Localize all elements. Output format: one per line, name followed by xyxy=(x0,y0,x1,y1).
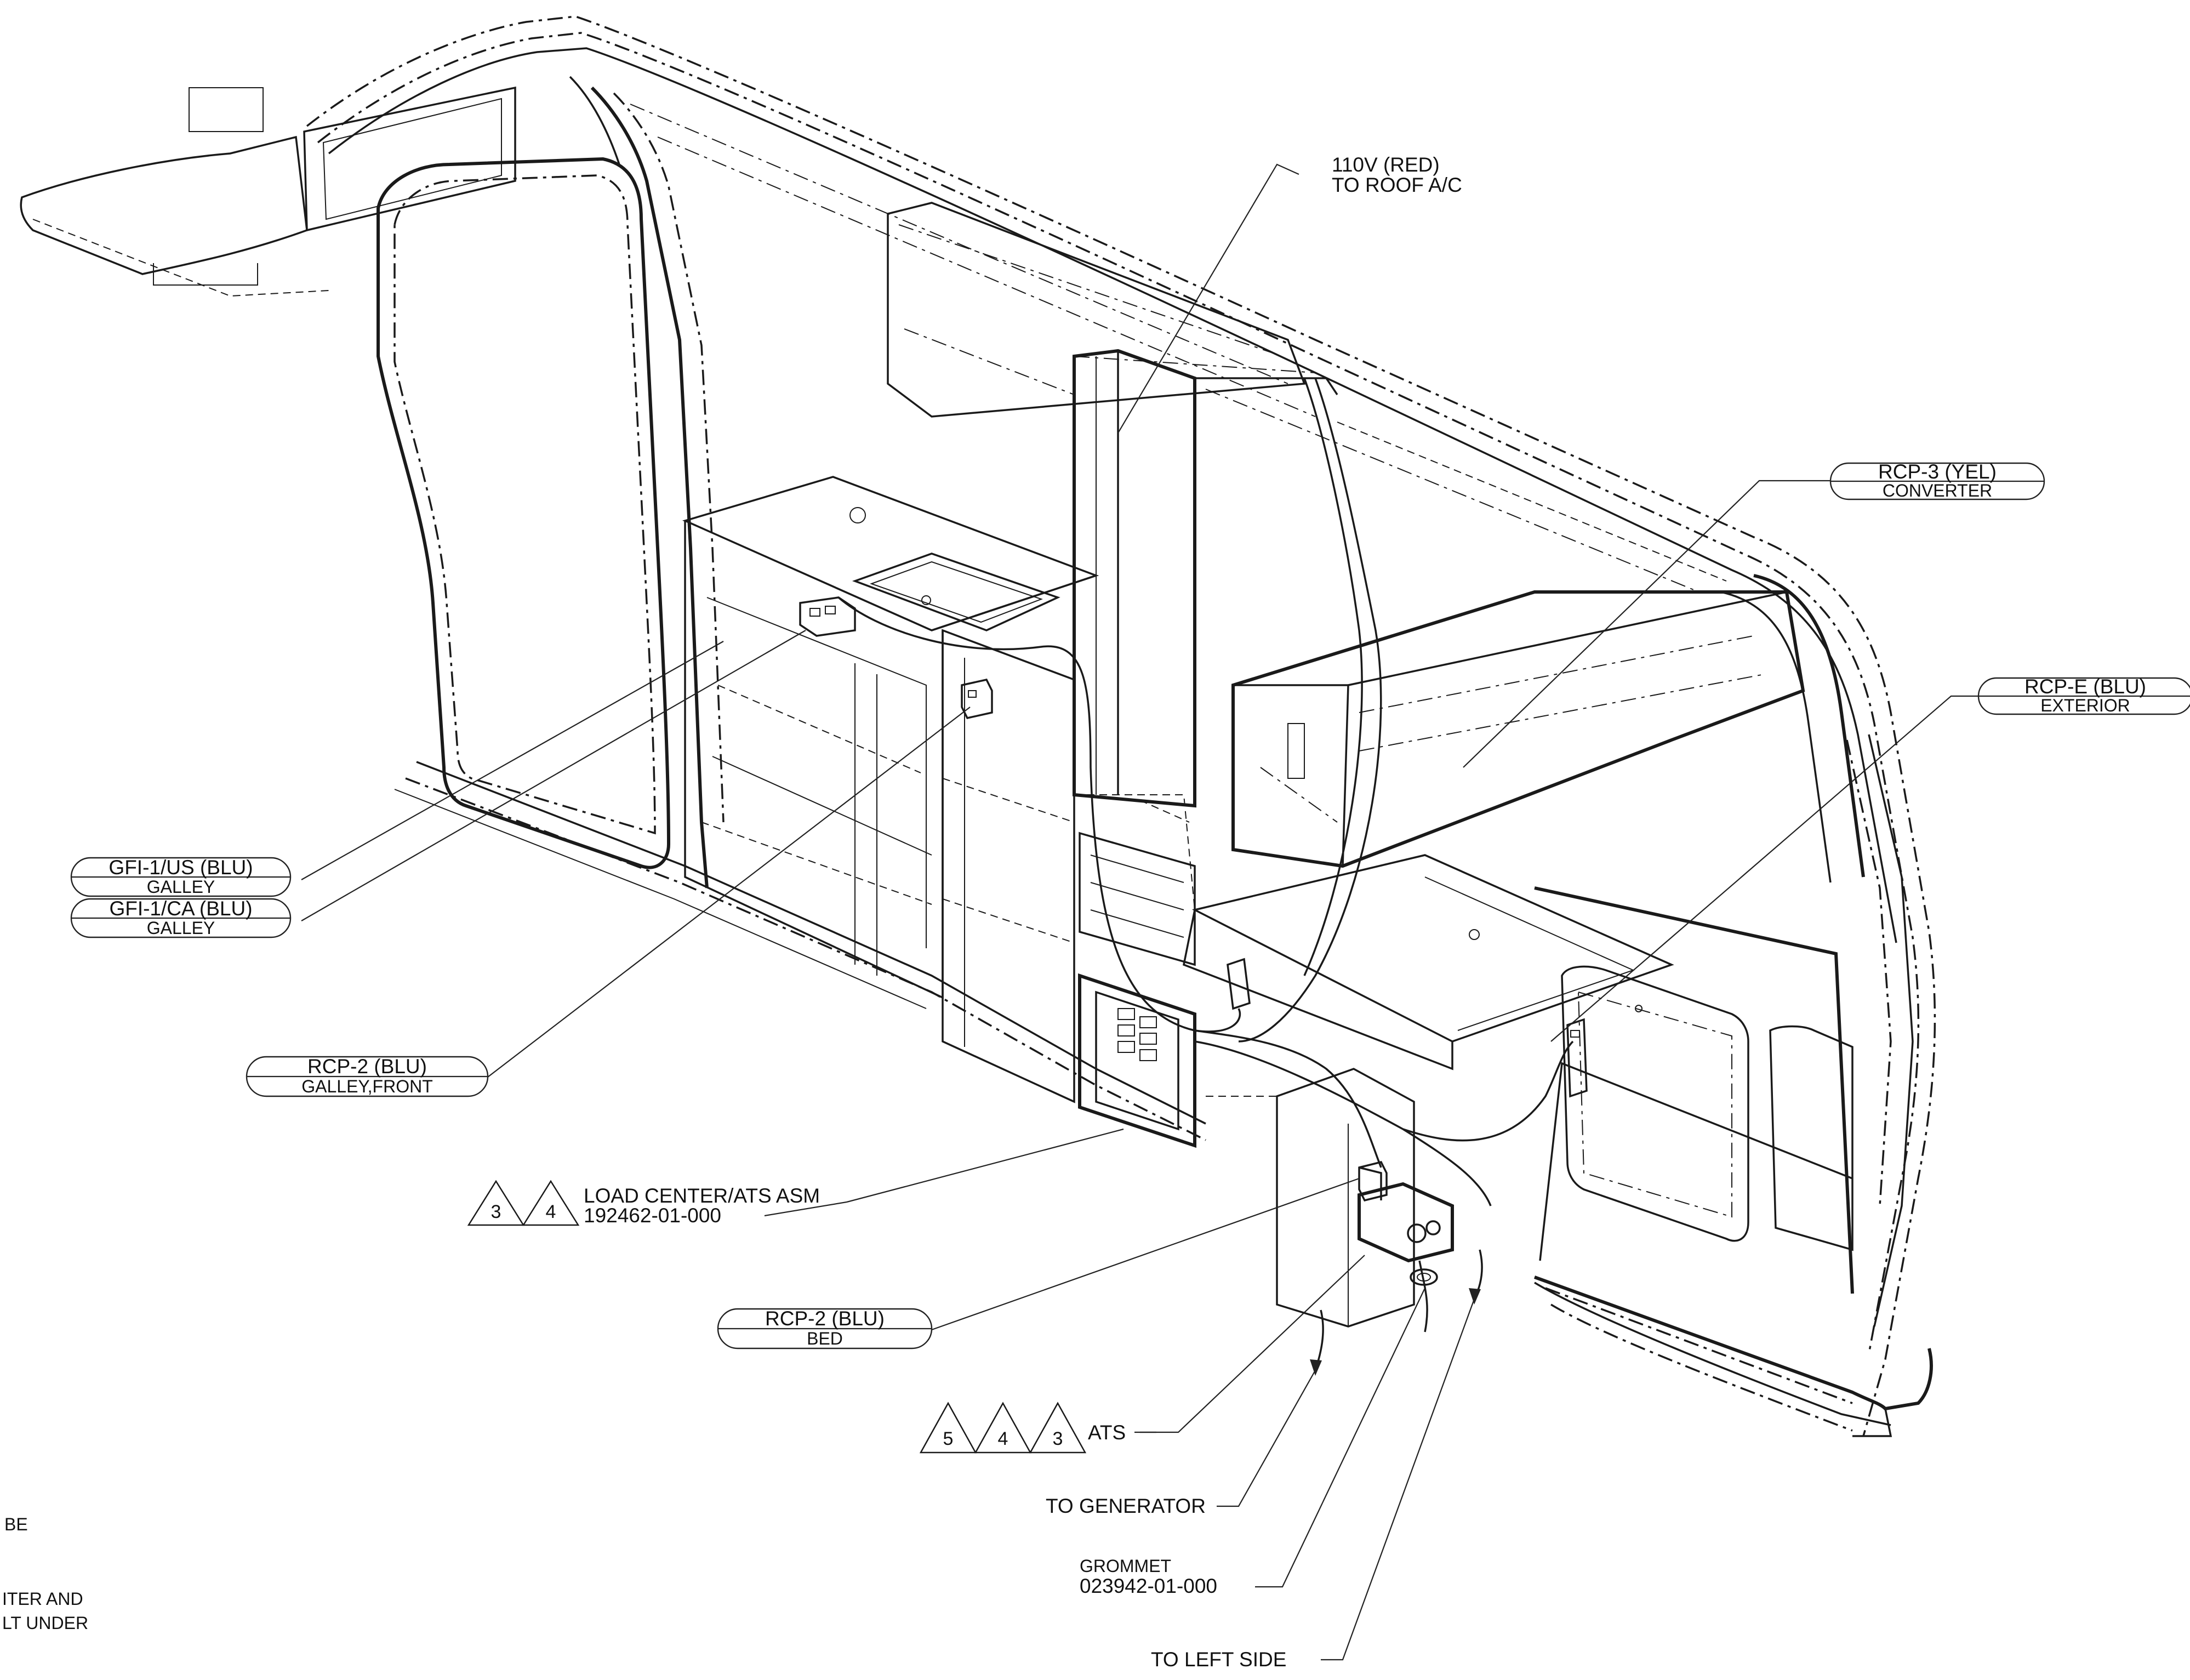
receptacle-rcpe-exterior xyxy=(1566,1018,1588,1098)
flag-note-4b-text: 4 xyxy=(998,1428,1008,1449)
flag-note-5-text: 5 xyxy=(943,1428,954,1449)
rcpe-label-top: RCP-E (BLU) xyxy=(2024,675,2146,698)
callout-rcpe-exterior: RCP-E (BLU) EXTERIOR xyxy=(1977,675,2190,715)
flag-note-4b: 4 xyxy=(974,1402,1032,1454)
flag-note-3: 3 xyxy=(467,1180,525,1226)
rcp2-bed-label-top: RCP-2 (BLU) xyxy=(765,1307,885,1330)
to-generator-text: TO GENERATOR xyxy=(1046,1495,1206,1517)
load-center-line1: LOAD CENTER/ATS ASM xyxy=(584,1184,820,1207)
roof-ac-line1: 110V (RED) xyxy=(1332,153,1440,176)
rcp2-bed-label-bottom: BED xyxy=(807,1329,843,1348)
label-ats: 5 4 3 ATS xyxy=(919,1402,1156,1454)
callout-rcp2-front: RCP-2 (BLU) GALLEY,FRONT xyxy=(246,1055,489,1097)
flag-note-5: 5 xyxy=(919,1402,977,1454)
grommet-line1: GROMMET xyxy=(1080,1556,1171,1576)
note-fragment-1: BE xyxy=(4,1514,28,1534)
callout-rcp3-converter: RCP-3 (YEL) CONVERTER xyxy=(1829,460,2045,500)
ats-text: ATS xyxy=(1088,1421,1126,1444)
rcpe-label-bottom: EXTERIOR xyxy=(2040,696,2130,715)
gfi-ca-label-top: GFI-1/CA (BLU) xyxy=(109,897,252,920)
wire-harness xyxy=(837,378,1574,1376)
callout-gfi-ca: GFI-1/CA (BLU) GALLEY xyxy=(70,897,292,938)
vehicle-body-linework xyxy=(20,15,1936,1437)
roof-ac-line2: TO ROOF A/C xyxy=(1332,174,1462,196)
label-roof-ac: 110V (RED) TO ROOF A/C xyxy=(1332,153,1462,196)
callout-gfi-us: GFI-1/US (BLU) GALLEY xyxy=(70,856,292,897)
grommet-line2: 023942-01-000 xyxy=(1080,1575,1217,1597)
rcp3-label-top: RCP-3 (YEL) xyxy=(1878,460,1997,483)
load-center-line2: 192462-01-000 xyxy=(584,1204,721,1227)
leader-lines xyxy=(301,163,1978,1661)
gfi-ca-label-bottom: GALLEY xyxy=(147,918,215,938)
flag-note-4: 4 xyxy=(522,1180,580,1226)
flag-note-3b-text: 3 xyxy=(1053,1428,1063,1449)
note-fragment-2: ITER AND xyxy=(2,1589,83,1609)
to-left-side-text: TO LEFT SIDE xyxy=(1151,1648,1286,1671)
rcp2-front-label-top: RCP-2 (BLU) xyxy=(307,1055,427,1078)
gfi-us-label-bottom: GALLEY xyxy=(147,877,215,897)
gfi-us-label-top: GFI-1/US (BLU) xyxy=(109,856,253,879)
flag-note-4-text: 4 xyxy=(546,1201,556,1222)
ats-box xyxy=(1358,1166,1454,1263)
load-center-box xyxy=(1078,832,1196,1148)
rcp3-label-bottom: CONVERTER xyxy=(1883,481,1992,500)
note-fragment-3: LT UNDER xyxy=(2,1613,88,1633)
flag-note-3b: 3 xyxy=(1029,1402,1087,1454)
receptacle-rcp2-bed xyxy=(1358,1160,1388,1202)
receptacle-rcp2-front xyxy=(961,678,993,720)
cropped-notes: BE ITER AND LT UNDER xyxy=(2,1514,88,1633)
rcp2-front-label-bottom: GALLEY,FRONT xyxy=(301,1077,432,1096)
flag-note-3-text: 3 xyxy=(491,1201,501,1222)
callout-rcp2-bed: RCP-2 (BLU) BED xyxy=(717,1307,933,1349)
label-grommet: GROMMET 023942-01-000 xyxy=(1080,1556,1217,1597)
label-load-center: 3 4 LOAD CENTER/ATS ASM 192462-01-000 xyxy=(467,1180,847,1227)
receptacle-rcp3-converter xyxy=(1227,958,1251,1010)
